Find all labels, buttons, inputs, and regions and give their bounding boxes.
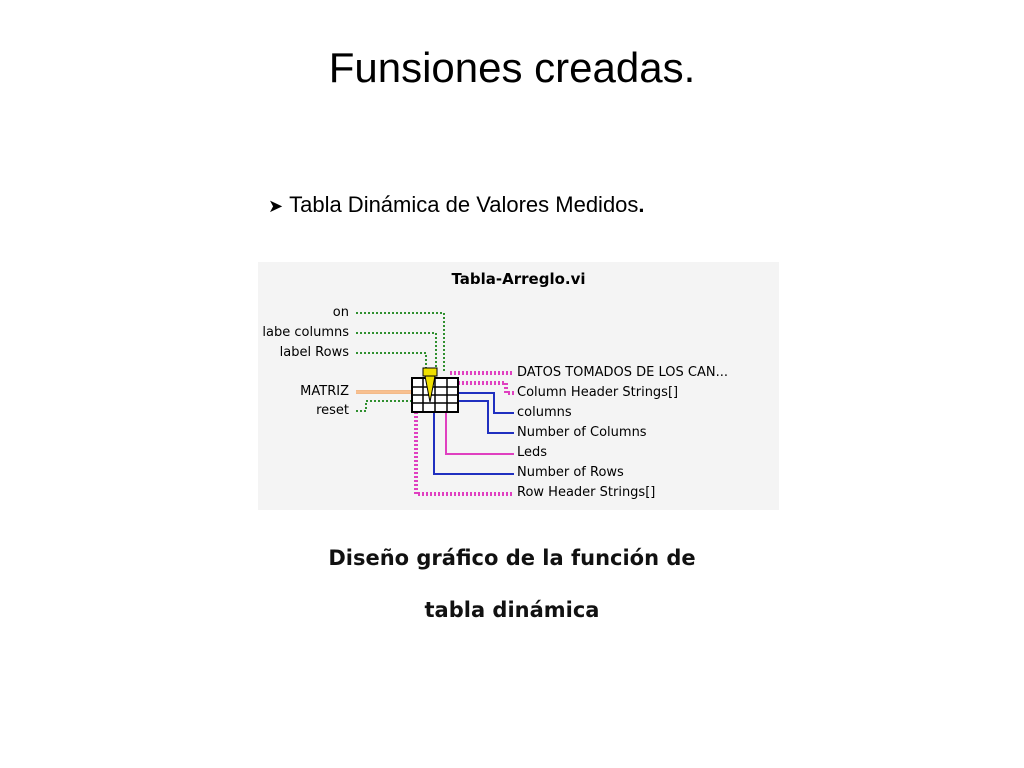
input-label-reset: reset bbox=[316, 403, 349, 418]
output-label-number-of-rows: Number of Rows bbox=[517, 465, 624, 480]
caption-line-1: Diseño gráfico de la función de bbox=[328, 546, 696, 570]
output-label-leds: Leds bbox=[517, 445, 548, 460]
output-label-columns: columns bbox=[517, 405, 572, 420]
wire-on bbox=[356, 312, 445, 372]
caption-line-2: tabla dinámica bbox=[424, 598, 600, 622]
bullet-text: Tabla Dinámica de Valores Medidos bbox=[289, 192, 639, 217]
input-label-label-rows: label Rows bbox=[279, 345, 349, 360]
vi-connector-diagram: Tabla-Arreglo.vi on labe columns label R… bbox=[258, 262, 779, 510]
wire-row-header bbox=[414, 412, 514, 496]
wire-leds bbox=[445, 412, 514, 455]
vi-title: Tabla-Arreglo.vi bbox=[451, 270, 586, 288]
input-label-labe-columns: labe columns bbox=[262, 325, 349, 340]
wire-column-header bbox=[458, 381, 514, 395]
input-label-on: on bbox=[332, 305, 349, 320]
wire-number-of-columns bbox=[458, 400, 514, 434]
output-label-number-of-columns: Number of Columns bbox=[517, 425, 647, 440]
wire-labe-columns bbox=[356, 332, 437, 372]
output-label-datos: DATOS TOMADOS DE LOS CAN... bbox=[517, 365, 728, 380]
wire-reset bbox=[356, 400, 412, 412]
wire-columns bbox=[458, 392, 514, 414]
wire-number-of-rows bbox=[433, 412, 514, 475]
subvi-icon bbox=[411, 367, 459, 413]
wire-label-rows bbox=[356, 352, 427, 372]
arrow-bullet-icon: ➤ bbox=[268, 196, 284, 216]
wiring-svg bbox=[356, 312, 514, 496]
input-label-matriz: MATRIZ bbox=[300, 384, 349, 399]
output-label-row-header: Row Header Strings[] bbox=[517, 485, 656, 500]
bullet-item: ➤Tabla Dinámica de Valores Medidos. bbox=[268, 192, 645, 218]
slide-title: Funsiones creadas. bbox=[328, 44, 696, 91]
bullet-period: . bbox=[638, 192, 645, 217]
output-label-column-header: Column Header Strings[] bbox=[517, 385, 679, 400]
